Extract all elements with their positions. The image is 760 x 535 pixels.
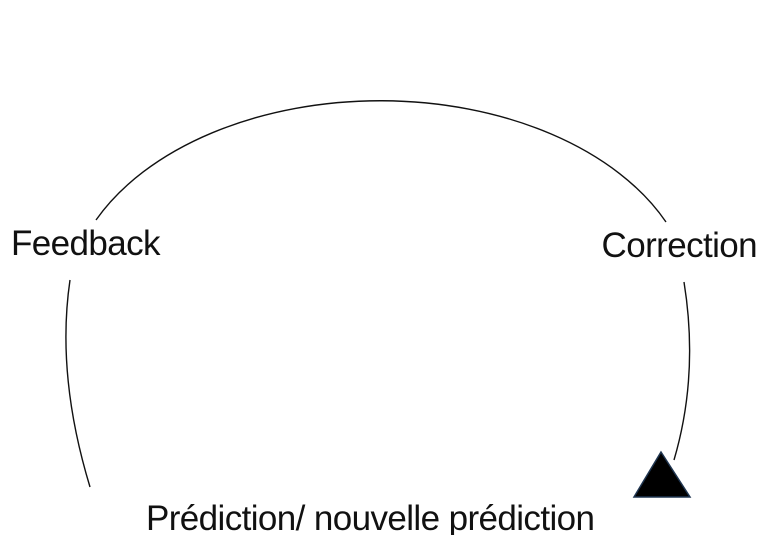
cycle-arc-left	[65, 279, 91, 488]
cycle-arc-top	[95, 100, 667, 223]
arrowhead-icon	[632, 450, 692, 498]
cycle-arc-right	[673, 281, 691, 461]
label-prediction: Prédiction/ nouvelle prédiction	[146, 499, 594, 535]
label-feedback: Feedback	[11, 224, 161, 263]
label-correction: Correction	[602, 226, 757, 265]
